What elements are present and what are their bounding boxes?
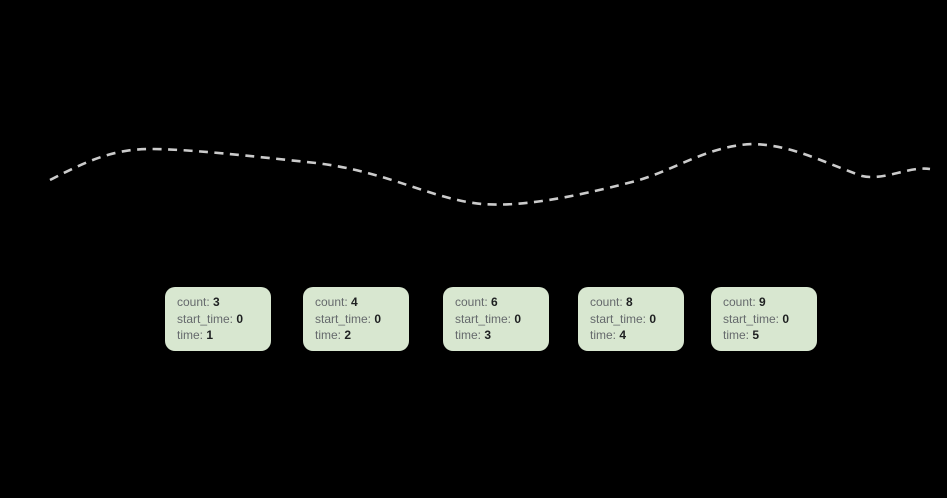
time-value: 2 [344,328,352,343]
start-time-value: 0 [649,311,657,326]
count-label: count: [455,295,488,310]
count-line: count: 6 [455,295,537,310]
count-label: count: [177,295,210,310]
start-time-line: start_time: 0 [455,312,537,327]
start-time-line: start_time: 0 [723,312,805,327]
time-label: time: [315,328,342,343]
time-line: time: 1 [177,328,259,343]
count-line: count: 3 [177,295,259,310]
start-time-label: start_time: [590,311,647,326]
start-time-label: start_time: [315,311,372,326]
dashed-curve [49,142,931,206]
time-label: time: [455,328,482,343]
count-label: count: [315,295,348,310]
time-value: 4 [619,328,627,343]
event-card: count: 9 start_time: 0 time: 5 [711,287,817,351]
count-value: 8 [626,295,633,310]
count-value: 4 [351,295,358,310]
time-line: time: 4 [590,328,672,343]
start-time-value: 0 [782,311,790,326]
event-card: count: 4 start_time: 0 time: 2 [303,287,409,351]
time-line: time: 2 [315,328,397,343]
time-label: time: [177,328,204,343]
start-time-label: start_time: [455,311,512,326]
time-line: time: 5 [723,328,805,343]
start-time-line: start_time: 0 [590,312,672,327]
event-card: count: 8 start_time: 0 time: 4 [578,287,684,351]
time-line: time: 3 [455,328,537,343]
start-time-label: start_time: [723,311,780,326]
count-label: count: [723,295,756,310]
count-line: count: 8 [590,295,672,310]
count-value: 3 [213,295,220,310]
count-value: 9 [759,295,766,310]
start-time-label: start_time: [177,311,234,326]
time-value: 1 [206,328,214,343]
start-time-line: start_time: 0 [177,312,259,327]
count-value: 6 [491,295,498,310]
start-time-line: start_time: 0 [315,312,397,327]
time-label: time: [723,328,750,343]
start-time-value: 0 [514,311,522,326]
count-line: count: 9 [723,295,805,310]
start-time-value: 0 [236,311,244,326]
event-card: count: 6 start_time: 0 time: 3 [443,287,549,351]
count-label: count: [590,295,623,310]
time-value: 3 [484,328,492,343]
time-value: 5 [752,328,760,343]
event-card: count: 3 start_time: 0 time: 1 [165,287,271,351]
time-label: time: [590,328,617,343]
start-time-value: 0 [374,311,382,326]
count-line: count: 4 [315,295,397,310]
